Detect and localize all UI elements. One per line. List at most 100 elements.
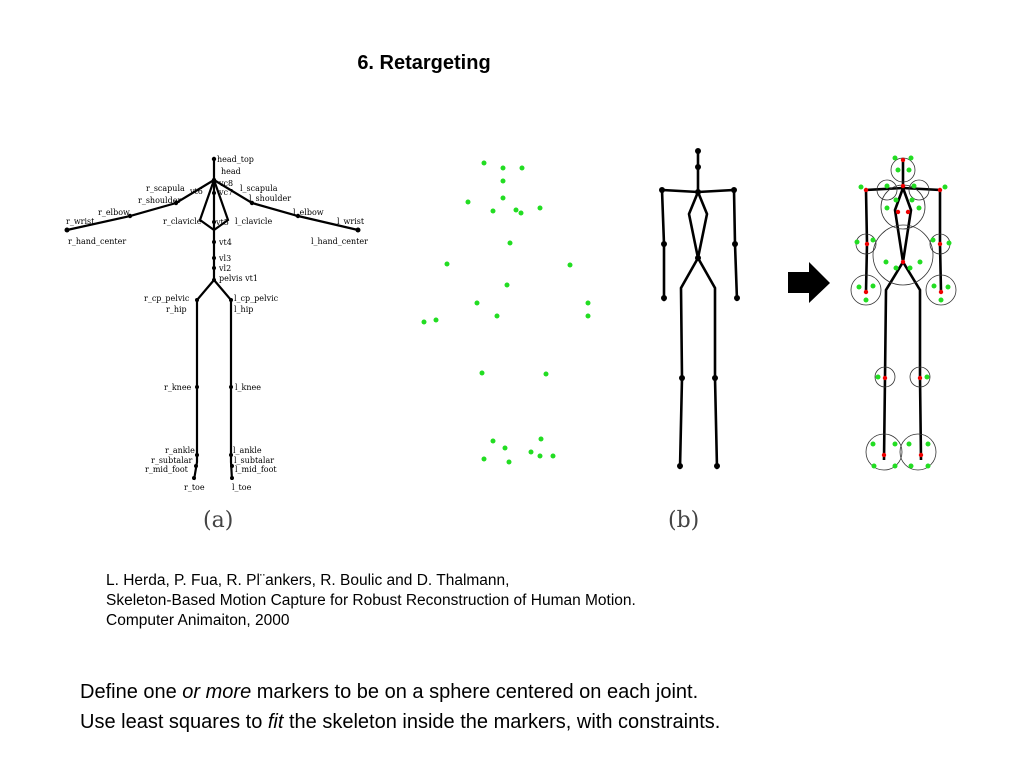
label-r-subtalar: r_subtalar — [151, 456, 193, 465]
marker-dot — [884, 183, 890, 189]
marker-dot — [481, 160, 487, 166]
label-vc8: vc8 — [218, 179, 233, 188]
marker-dot — [537, 205, 543, 211]
sphere-ring — [925, 274, 957, 306]
label-head-top: head_top — [217, 155, 254, 164]
marker-dot — [893, 197, 899, 203]
label-r-elbow: r_elbow — [98, 208, 130, 217]
marker-dot — [907, 265, 913, 271]
marker-cloud — [421, 160, 591, 465]
marker-dot — [911, 183, 917, 189]
label-l-cp-pelvic: l_cp_pelvic — [234, 294, 279, 303]
label-r-wrist: r_wrist — [66, 217, 95, 226]
marker-dot — [500, 195, 506, 201]
label-r-mid-foot: r_mid_foot — [145, 465, 189, 474]
marker-dot — [494, 313, 500, 319]
sphere-ring — [874, 366, 896, 388]
label-vc7: vc7 — [218, 188, 233, 197]
marker-dot — [931, 283, 937, 289]
label-l-shoulder: l_shoulder — [249, 194, 291, 203]
label-r-ankle: r_ankle — [165, 446, 195, 455]
marker-dot — [906, 441, 912, 447]
right-arrow-icon — [788, 262, 830, 303]
fitted-skeleton-bones — [864, 160, 943, 461]
marker-dot — [908, 463, 914, 469]
marker-dot — [506, 459, 512, 465]
label-l-elbow: l_elbow — [293, 208, 324, 217]
marker-dot — [500, 178, 506, 184]
marker-dot — [925, 441, 931, 447]
fitted-skeleton — [850, 155, 957, 471]
marker-dot — [883, 259, 889, 265]
marker-dot — [537, 453, 543, 459]
label-r-shoulder: r_shoulder — [138, 196, 181, 205]
joint-labels: head_top head vc8 vc7 vt6 r_scapula r_sh… — [66, 155, 368, 492]
joint-dot — [882, 375, 888, 381]
marker-dot — [490, 438, 496, 444]
label-vl3: vl3 — [218, 254, 231, 263]
marker-dot — [538, 436, 544, 442]
label-l-wrist: l_wrist — [337, 217, 365, 226]
marker-dot — [465, 199, 471, 205]
label-vt4: vt4 — [218, 238, 232, 247]
label-r-hand-center: r_hand_center — [68, 237, 126, 246]
body-line-1: Define one or more markers to be on a sp… — [80, 681, 699, 703]
marker-dot — [585, 300, 591, 306]
marker-dot — [917, 259, 923, 265]
joint-dot — [895, 209, 901, 215]
marker-dot — [519, 165, 525, 171]
marker-dot — [490, 208, 496, 214]
joint-dot — [918, 452, 924, 458]
marker-dot — [481, 456, 487, 462]
label-r-scapula: r_scapula — [146, 184, 185, 193]
citation: L. Herda, P. Fua, R. Pl¨ankers, R. Bouli… — [106, 571, 636, 631]
marker-dot — [550, 453, 556, 459]
marker-dot — [871, 463, 877, 469]
label-head: head — [221, 167, 241, 176]
sphere-ring — [908, 179, 930, 201]
sphere-ring — [899, 433, 937, 471]
label-l-hip: l_hip — [234, 305, 253, 314]
marker-dot — [528, 449, 534, 455]
caption-b: (b) — [668, 508, 699, 533]
marker-dot — [916, 205, 922, 211]
joint-dot — [905, 209, 911, 215]
marker-dot — [893, 265, 899, 271]
marker-dot — [543, 371, 549, 377]
label-r-clavicle: r_clavicle — [163, 217, 202, 226]
caption-a: (a) — [203, 508, 233, 533]
marker-dot — [892, 155, 898, 161]
label-l-ankle: l_ankle — [233, 446, 262, 455]
sphere-ring — [850, 274, 882, 306]
marker-dot — [946, 240, 952, 246]
marker-dot — [502, 445, 508, 451]
marker-dot — [479, 370, 485, 376]
stick-skeleton — [660, 149, 739, 470]
marker-dot — [474, 300, 480, 306]
marker-dot — [585, 313, 591, 319]
joint-dot — [900, 183, 906, 189]
sphere-ring — [876, 179, 898, 201]
label-pelvis-vt1: pelvis vt1 — [219, 274, 258, 283]
joint-dot — [881, 452, 887, 458]
label-vt6: vt6 — [189, 187, 203, 196]
label-l-toe: l_toe — [232, 483, 252, 492]
marker-dot — [945, 284, 951, 290]
marker-dot — [942, 184, 948, 190]
marker-dot — [500, 165, 506, 171]
citation-venue: Computer Animaiton, 2000 — [106, 612, 290, 629]
marker-dot — [518, 210, 524, 216]
marker-dot — [421, 319, 427, 325]
joint-dot — [864, 241, 870, 247]
stick-skeleton-joints — [659, 148, 740, 469]
label-r-knee: r_knee — [164, 383, 192, 392]
labeled-skeleton-joints — [64, 156, 361, 480]
marker-dot — [854, 239, 860, 245]
marker-dot — [892, 463, 898, 469]
marker-dot — [930, 237, 936, 243]
label-l-scapula: l_scapula — [240, 184, 278, 193]
marker-dot — [906, 167, 912, 173]
label-l-hand-center: l_hand_center — [311, 237, 368, 246]
marker-dot — [925, 463, 931, 469]
label-l-subtalar: l_subtalar — [234, 456, 274, 465]
